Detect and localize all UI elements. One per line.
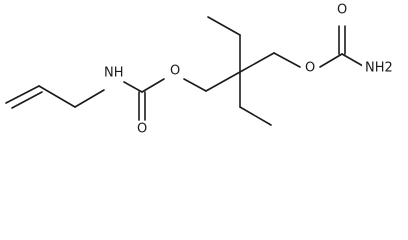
central-skeleton: [183, 16, 301, 126]
left-carbonyl-oxygen-atom: O: [135, 121, 148, 137]
right-carbonyl-oxygen-atom: O: [335, 2, 348, 18]
bond-upper-ethyl-end: [207, 16, 241, 36]
left-ester-oxygen-atom: O: [168, 63, 181, 79]
allyl-group: [5, 85, 105, 109]
bond-vinyl-ch2: [38, 85, 76, 108]
right-carbamate: [319, 25, 364, 68]
left-ester-oxygen-label: O: [170, 64, 180, 79]
right-ester-oxygen-label: O: [305, 61, 315, 76]
bond-vinyl-double-b: [11, 91, 43, 109]
left-carbonyl-oxygen-label: O: [137, 122, 147, 137]
structure-diagram: NH O O O O NH2: [5, 2, 404, 137]
bond-lower-ethyl-end: [239, 106, 272, 126]
bond-quaternary-right-ch2: [239, 52, 275, 73]
nh2-label: NH2: [365, 61, 393, 76]
bond-ch2-quaternary-carbon: [205, 71, 241, 92]
nh2-atom: NH2: [362, 59, 404, 79]
nh-label: NH: [104, 66, 124, 81]
bond-ester-oxygen-ch2: [183, 78, 207, 92]
right-ester-oxygen-atom: O: [303, 60, 316, 76]
bond-ester-oxygen-carbonyl: [319, 53, 343, 68]
bond-carbonyl-ester-oxygen: [141, 78, 165, 93]
bond-ch2-nh: [74, 89, 105, 108]
bond-carbonyl-amine: [341, 53, 364, 67]
bond-right-ch2-ester-oxygen: [273, 52, 301, 68]
bond-vinyl-double-a: [5, 85, 40, 104]
right-carbonyl-oxygen-label: O: [337, 3, 347, 18]
molecule-drawing: NH O O O O NH2: [5, 2, 404, 137]
left-carbamate: [123, 78, 165, 121]
bond-nh-carbonyl: [123, 81, 143, 93]
nh-atom: NH: [103, 64, 127, 81]
